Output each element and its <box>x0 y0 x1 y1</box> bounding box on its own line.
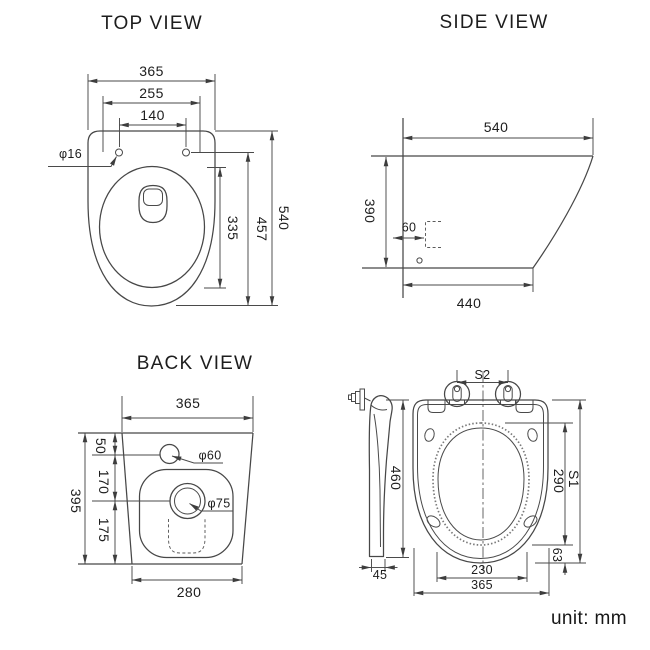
seat-outline-outer <box>412 399 549 564</box>
back-view: BACK VIEW 365 395 50 170 <box>68 353 254 600</box>
dim-back-outlet-dia: φ75 <box>208 497 231 511</box>
dim-back-inlet-drop: 50 <box>93 438 109 454</box>
dim-seat-hinge-spacing: S2 <box>475 368 491 382</box>
outlet-hole-inner <box>174 487 201 515</box>
hinge-slot-right <box>503 385 513 402</box>
back-right-edge <box>241 432 254 565</box>
top-view: TOP VIEW 365 255 140 φ16 <box>48 13 292 307</box>
dim-seat-width: 365 <box>471 578 493 592</box>
unit-label: unit: mm <box>551 608 627 629</box>
dim-side-base-depth: 440 <box>457 295 482 311</box>
dim-seat-thickness: 45 <box>373 568 388 582</box>
side-front-curve <box>532 155 594 269</box>
bumper-bottom-right <box>523 515 538 528</box>
fixing-point <box>416 257 423 264</box>
seat-side-profile <box>348 388 393 558</box>
seat-profile-inner-line <box>373 413 381 548</box>
side-view: SIDE VIEW 540 390 60 440 <box>362 12 594 311</box>
side-view-dimensions: 540 390 60 440 <box>362 118 594 311</box>
side-view-title: SIDE VIEW <box>440 12 549 33</box>
dim-seat-length: 460 <box>388 466 404 491</box>
hinge-bolt-shaft <box>351 393 356 402</box>
dim-seat-front-edge: 63 <box>550 548 564 563</box>
dim-back-outlet-to-floor: 175 <box>96 518 112 543</box>
toilet-bowl-outline <box>87 130 216 307</box>
dim-top-hole-dia: φ16 <box>59 147 82 161</box>
seat-outline-inner <box>417 404 544 560</box>
dim-back-inlet-to-outlet: 170 <box>96 470 112 495</box>
dim-seat-opening-width: 230 <box>471 563 493 577</box>
dim-top-width-total: 365 <box>139 63 164 79</box>
dim-side-depth-total: 540 <box>484 119 509 135</box>
back-view-drawing <box>78 432 254 565</box>
dim-seat-opening-length: 290 <box>551 469 567 494</box>
seat-corner-tab-left <box>427 400 446 413</box>
fixing-hole-right <box>182 148 190 157</box>
bowl-inner-rim <box>98 165 206 289</box>
fixing-hole-left <box>115 148 123 157</box>
dim-back-width-bottom: 280 <box>177 584 202 600</box>
side-view-drawing <box>362 118 594 298</box>
seat-view: S2 460 45 290 S1 63 <box>348 368 586 596</box>
dim-seat-total-length: S1 <box>566 470 582 488</box>
back-left-edge <box>121 432 133 565</box>
seat-opening-serration <box>432 422 530 546</box>
outlet-bracket <box>425 221 441 248</box>
seat-corner-tab-right <box>515 400 534 413</box>
hinge-slot-left <box>452 385 462 402</box>
seat-plan-drawing <box>412 371 549 571</box>
outlet-hole-outer <box>169 482 206 520</box>
hinge-bolt-collar <box>355 391 361 404</box>
dim-top-hole-spacing: 140 <box>140 107 165 123</box>
bumper-top-right <box>527 428 538 442</box>
dim-top-total-length: 540 <box>276 206 292 231</box>
dim-side-height: 390 <box>362 199 378 224</box>
flush-hole-inner <box>143 188 163 206</box>
dim-top-inner-length: 335 <box>225 216 241 241</box>
seat-profile-outline <box>368 395 393 558</box>
bumper-bottom-left <box>426 515 441 528</box>
hinge-screw-right <box>504 385 512 393</box>
dim-back-height-total: 395 <box>68 489 84 514</box>
inlet-hole <box>159 443 180 465</box>
top-view-dimensions: 365 255 140 φ16 335 457 <box>48 63 292 306</box>
dim-back-inlet-dia: φ60 <box>199 449 222 463</box>
top-view-drawing <box>87 130 216 307</box>
hinge-screw-left <box>453 385 461 393</box>
bumper-top-left <box>424 428 435 442</box>
top-view-title: TOP VIEW <box>101 13 203 34</box>
back-panel <box>138 468 234 559</box>
trapway-hidden-line <box>168 519 206 554</box>
dim-back-width-top: 365 <box>176 395 201 411</box>
hinge-bolt-plate <box>359 388 365 411</box>
dim-top-width-fixing: 255 <box>139 85 164 101</box>
back-view-dimensions: 365 395 50 170 175 φ60 φ75 280 <box>68 395 254 600</box>
back-view-title: BACK VIEW <box>137 353 253 374</box>
dim-side-outlet-offset: 60 <box>402 221 417 235</box>
dim-top-rim-length: 457 <box>254 217 270 242</box>
flush-hole-outline <box>138 184 168 224</box>
seat-view-dimensions: S2 460 45 290 S1 63 <box>359 368 586 596</box>
seat-opening-edge <box>437 427 525 541</box>
